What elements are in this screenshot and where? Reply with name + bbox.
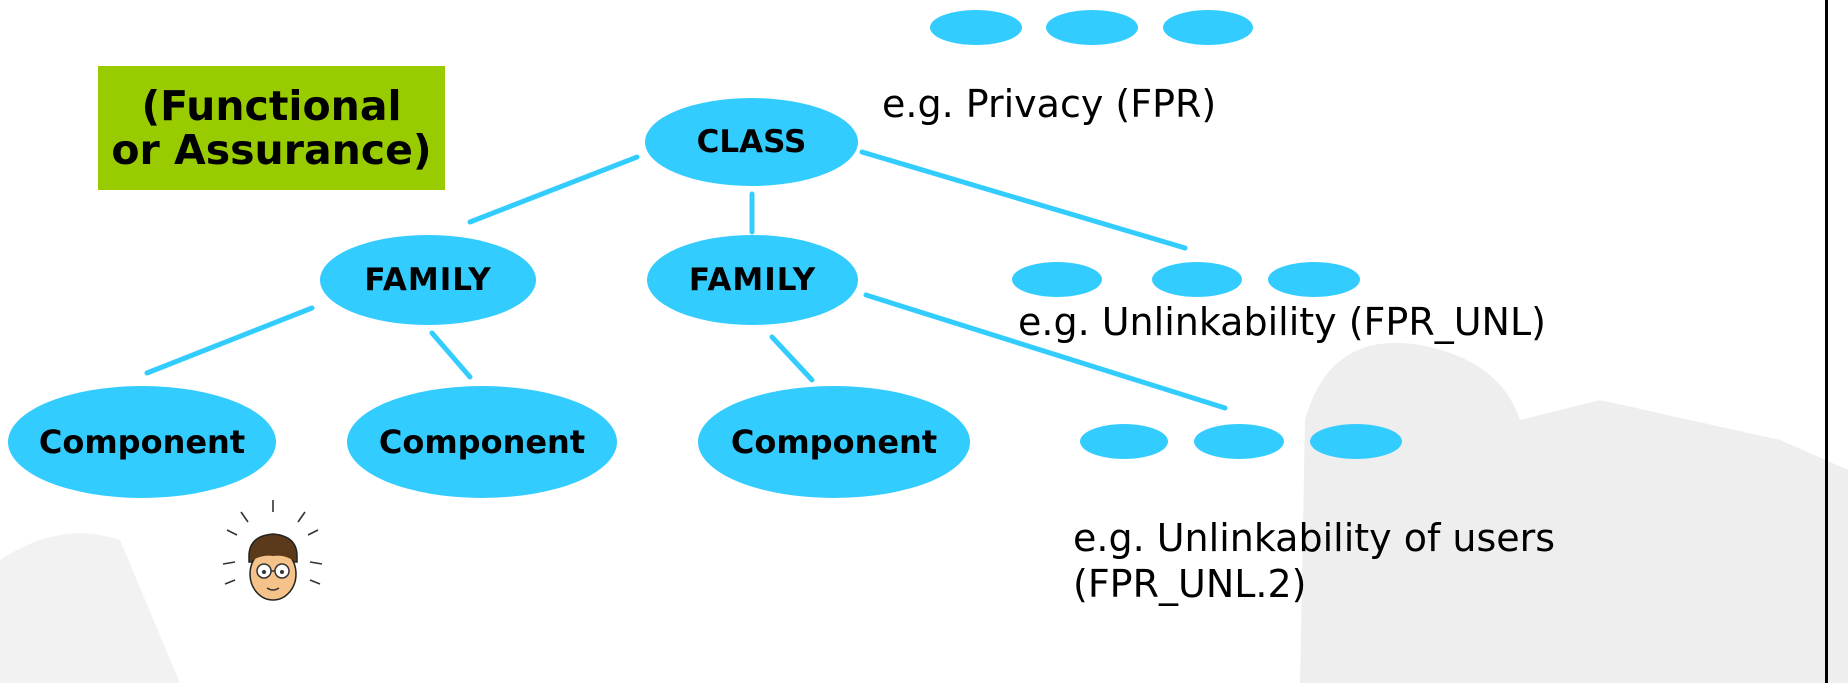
component-node-2-label: Component bbox=[378, 423, 586, 461]
component-node-3: Component bbox=[698, 386, 970, 498]
edge-family-left-component-2 bbox=[429, 330, 473, 380]
class-node: CLASS bbox=[645, 98, 858, 186]
edge-family-right-example-components bbox=[863, 292, 1228, 411]
example-family-dot-2 bbox=[1152, 262, 1242, 297]
example-family-dot-1 bbox=[1012, 262, 1102, 297]
example-component-text-line1: e.g. Unlinkability of users bbox=[1073, 516, 1556, 560]
idea-person-icon bbox=[222, 500, 323, 601]
class-node-label: CLASS bbox=[696, 124, 807, 160]
component-node-3-label: Component bbox=[730, 423, 938, 461]
example-class-dot-3 bbox=[1163, 10, 1253, 45]
edge-class-family-left bbox=[467, 154, 640, 225]
edge-family-right-component-3 bbox=[769, 334, 815, 383]
family-node-right: FAMILY bbox=[647, 235, 858, 325]
right-border-line bbox=[1825, 0, 1828, 683]
component-node-2: Component bbox=[347, 386, 617, 498]
example-component-dot-1 bbox=[1080, 424, 1168, 459]
component-node-1-label: Component bbox=[38, 423, 246, 461]
family-node-right-label: FAMILY bbox=[688, 262, 817, 298]
scheme-label-line1: (Functional bbox=[141, 81, 402, 130]
example-class-text: e.g. Privacy (FPR) bbox=[882, 82, 1217, 126]
component-node-1: Component bbox=[8, 386, 276, 498]
family-node-left: FAMILY bbox=[320, 235, 536, 325]
scheme-label-line2: or Assurance) bbox=[111, 126, 432, 174]
scheme-label-box: (Functional or Assurance) bbox=[98, 66, 445, 190]
example-family-text: e.g. Unlinkability (FPR_UNL) bbox=[1018, 300, 1546, 344]
example-class-dot-2 bbox=[1046, 10, 1138, 45]
family-node-left-label: FAMILY bbox=[364, 262, 492, 298]
example-family-dot-3 bbox=[1268, 262, 1360, 297]
edge-family-left-component-1 bbox=[144, 305, 315, 376]
example-component-dot-3 bbox=[1310, 424, 1402, 459]
example-component-text-line2: (FPR_UNL.2) bbox=[1073, 562, 1307, 606]
example-component-dot-2 bbox=[1194, 424, 1284, 459]
example-class-dot-1 bbox=[930, 10, 1022, 45]
edge-class-example-families bbox=[859, 149, 1188, 251]
